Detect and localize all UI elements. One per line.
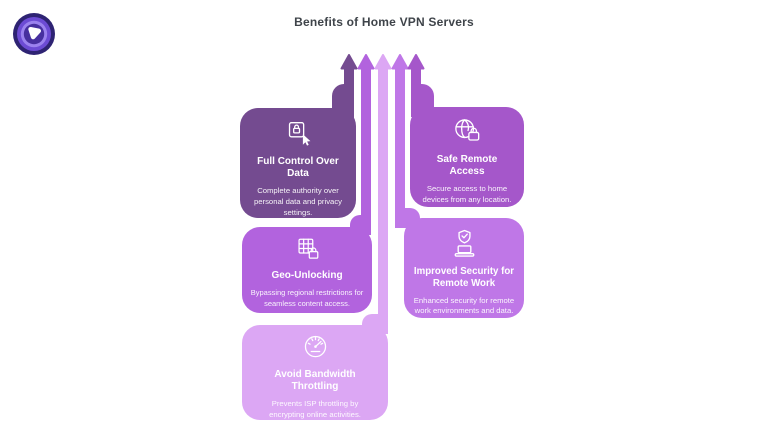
flow-arrow-avoid-throttling [374, 54, 392, 326]
card-body: Prevents ISP throttling by encrypting on… [269, 399, 361, 419]
card-title: Avoid Bandwidth Throttling [274, 369, 356, 393]
card-body: Bypassing regional restrictions for seam… [250, 288, 364, 308]
vpn-play-logo-icon [13, 13, 55, 55]
grid-lock-icon [298, 238, 319, 259]
flow-arrow-full-control [340, 54, 358, 100]
card-connector-tab [395, 208, 420, 228]
page-title: Benefits of Home VPN Servers [294, 15, 474, 29]
flow-arrow-remote-work-security [391, 54, 409, 219]
card-connector-tab [411, 84, 434, 117]
card-full-control: Full Control Over Data Complete authorit… [240, 84, 356, 218]
card-avoid-throttling: Avoid Bandwidth Throttling Prevents ISP … [242, 314, 388, 420]
flow-arrow-geo-unlocking [357, 54, 375, 226]
laptop-shield-icon [454, 229, 474, 257]
card-connector-tab [332, 84, 354, 118]
card-geo-unlocking: Geo-Unlocking Bypassing regional restric… [242, 215, 372, 313]
brand-logo [11, 11, 57, 57]
card-title: Geo-Unlocking [271, 270, 343, 281]
card-remote-work-security: Improved Security for Remote Work Enhanc… [395, 208, 524, 318]
speedometer-icon [304, 335, 326, 358]
card-safe-remote-access: Safe Remote Access Secure access to home… [410, 84, 524, 207]
card-title: Improved Security for Remote Work [413, 266, 515, 289]
card-connector-tab [362, 314, 388, 334]
privacy-control-icon [288, 122, 311, 146]
flow-arrow-safe-remote-access [407, 54, 425, 100]
card-title: Full Control Over Data [257, 156, 339, 180]
card-body: Complete authority over personal data an… [253, 186, 343, 217]
card-body: Enhanced security for remote work enviro… [413, 295, 515, 316]
card-title: Safe Remote Access [436, 154, 498, 178]
globe-lock-icon [455, 119, 480, 141]
card-connector-tab [350, 215, 371, 235]
card-body: Secure access to home devices from any l… [422, 184, 512, 204]
